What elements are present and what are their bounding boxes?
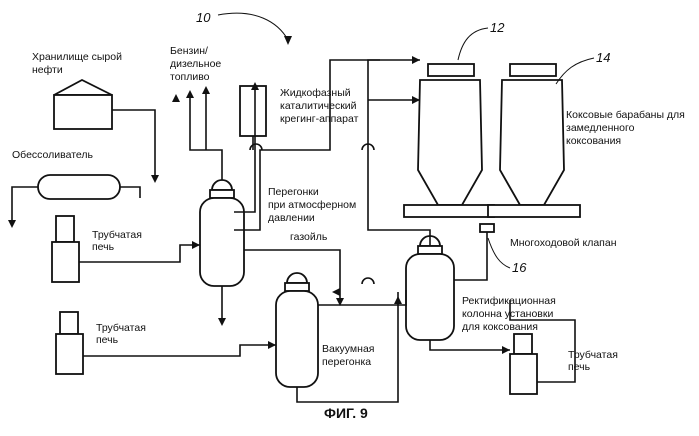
- gasoline-diesel-label-3: топливо: [170, 71, 210, 83]
- ref-number-drum-2: 14: [596, 50, 610, 65]
- gasoil-label: газойль: [290, 231, 328, 243]
- coker-fractionator-label-2: колонна установки: [462, 308, 553, 320]
- atm-distillation-label-1: Перегонки: [268, 186, 319, 198]
- flow-arrow-icon: [412, 56, 420, 64]
- flow-arrow-icon: [172, 94, 180, 102]
- flow-arrow-icon: [332, 288, 340, 296]
- figure-caption: ФИГ. 9: [324, 405, 368, 421]
- distillation-column-icon: [406, 236, 454, 340]
- storage-tank-icon: [54, 80, 112, 129]
- ref-leader-drum-1: [458, 28, 488, 60]
- furnace-icon: [510, 334, 537, 394]
- distillation-column-icon: [276, 273, 318, 387]
- flow-arrow-icon: [394, 296, 402, 304]
- fcc-unit-icon: [240, 86, 266, 136]
- coke-drums-label-3: коксования: [566, 135, 621, 147]
- multiport-valve-label: Многоходовой клапан: [510, 237, 617, 249]
- flow-arrow-icon: [192, 241, 200, 249]
- ref-number-valve: 16: [512, 260, 527, 275]
- coker-fractionator-label-1: Ректификационная: [462, 295, 556, 307]
- flow-arrow-icon: [151, 175, 159, 183]
- ref-leader-valve: [488, 238, 510, 268]
- furnace-icon: [52, 216, 79, 282]
- flow-arrow-icon: [218, 318, 226, 326]
- furnace-icon: [56, 312, 83, 374]
- flow-arrow-icon: [186, 90, 194, 98]
- furnace-3-label-2: печь: [568, 361, 591, 373]
- coke-drums-label-2: замедленного: [566, 122, 635, 134]
- flow-arrow-icon: [202, 86, 210, 94]
- furnace-2-label-2: печь: [96, 334, 119, 346]
- coke-drum-icon: [404, 64, 494, 217]
- distillation-column-icon: [200, 180, 244, 286]
- flow-arrow-icon: [8, 220, 16, 228]
- ref-arrow-system: [218, 13, 288, 40]
- gasoline-diesel-label-1: Бензин/: [170, 45, 208, 57]
- vacuum-label-2: перегонка: [322, 356, 371, 368]
- atm-distillation-label-2: при атмосферном: [268, 199, 356, 211]
- desalter-drum-icon: [38, 175, 120, 199]
- desalter-label: Обессоливатель: [12, 149, 93, 161]
- coke-drums-label-1: Коксовые барабаны для: [566, 109, 685, 121]
- flow-arrow-icon: [502, 346, 510, 354]
- crude-storage-label-1: Хранилище сырой: [32, 51, 122, 63]
- furnace-2-label-1: Трубчатая: [96, 322, 146, 334]
- flow-arrow-icon: [268, 341, 276, 349]
- fcc-label-1: Жидкофазный: [280, 87, 351, 99]
- furnace-1-label-1: Трубчатая: [92, 229, 142, 241]
- ref-arrowhead-icon: [284, 36, 292, 45]
- gasoline-diesel-label-2: дизельное: [170, 58, 221, 70]
- coker-fractionator-label-3: для коксования: [462, 321, 538, 333]
- vacuum-label-1: Вакуумная: [322, 343, 374, 355]
- atm-distillation-label-3: давлении: [268, 212, 315, 224]
- ref-number-system: 10: [196, 10, 211, 25]
- furnace-1-label-2: печь: [92, 241, 115, 253]
- ref-number-drum-1: 12: [490, 20, 505, 35]
- crude-storage-label-2: нефти: [32, 64, 63, 76]
- fcc-label-2: каталитический: [280, 100, 357, 112]
- fcc-label-3: крегинг-аппарат: [280, 113, 359, 125]
- valve-icon: [480, 224, 494, 232]
